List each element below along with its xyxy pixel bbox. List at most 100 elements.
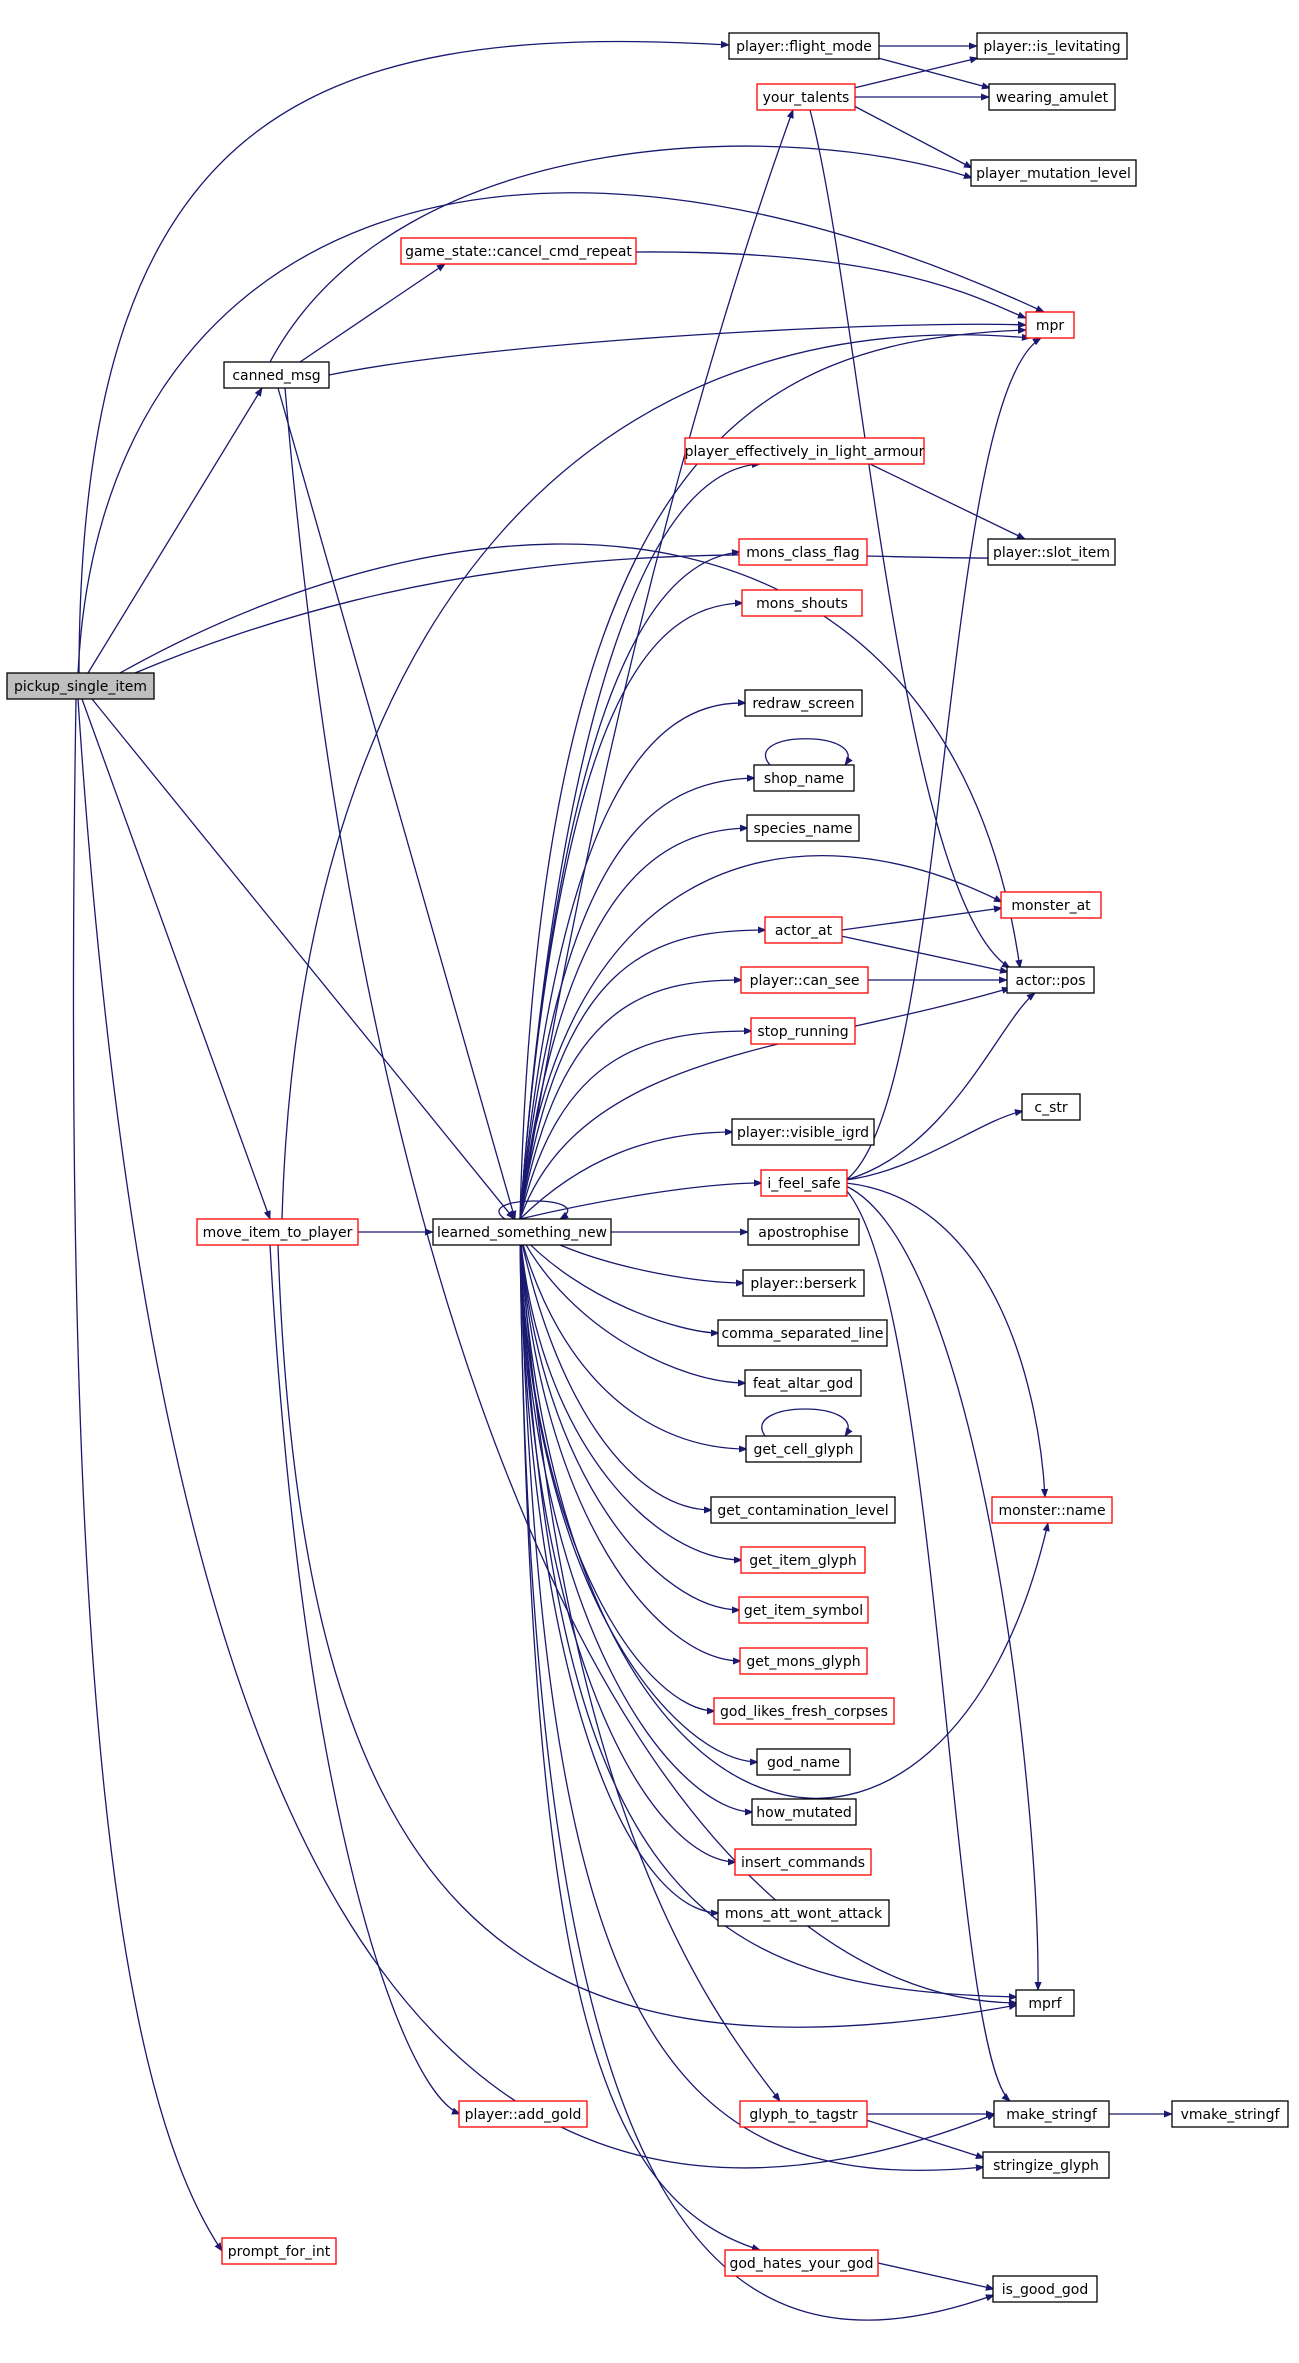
node-label: is_good_god: [1002, 2282, 1088, 2298]
node-get-mons-glyph[interactable]: get_mons_glyph: [739, 1647, 868, 1675]
node-label: god_hates_your_god: [729, 2256, 873, 2272]
node-i-feel-safe[interactable]: i_feel_safe: [760, 1169, 848, 1197]
node-berserk[interactable]: player::berserk: [742, 1269, 865, 1297]
node-mons-shouts[interactable]: mons_shouts: [741, 589, 863, 617]
node-box: [741, 589, 863, 617]
node-can-see[interactable]: player::can_see: [740, 966, 869, 994]
edge-learned-to-god-hates: [519, 1233, 761, 2252]
node-canned-msg[interactable]: canned_msg: [223, 361, 330, 389]
node-light-armour[interactable]: player_effectively_in_light_armour: [684, 437, 925, 465]
node-redraw-screen[interactable]: redraw_screen: [744, 689, 863, 717]
node-label: get_contamination_level: [717, 1503, 888, 1519]
node-make-stringf[interactable]: make_stringf: [993, 2100, 1110, 2128]
node-label: god_name: [767, 1755, 840, 1771]
node-mons-att-wont-attack[interactable]: mons_att_wont_attack: [717, 1899, 890, 1927]
node-how-mutated[interactable]: how_mutated: [751, 1798, 857, 1826]
node-box: [745, 1435, 862, 1463]
node-box: [738, 538, 868, 566]
node-mpr[interactable]: mpr: [1025, 311, 1075, 339]
node-slot-item[interactable]: player::slot_item: [987, 538, 1116, 566]
node-cancel-cmd-repeat[interactable]: game_state::cancel_cmd_repeat: [400, 237, 637, 265]
node-prompt-for-int[interactable]: prompt_for_int: [221, 2237, 337, 2265]
node-label: mons_att_wont_attack: [725, 1906, 883, 1922]
edge-learned-to-visible-igrd: [519, 1128, 734, 1220]
edge-learned-to-species-name: [519, 824, 749, 1220]
node-wearing-amulet[interactable]: wearing_amulet: [988, 83, 1116, 111]
node-box: [756, 83, 856, 111]
edge-learned-to-actor-pos: [519, 986, 1011, 1220]
edge-talents-to-mutation-level: [853, 105, 973, 169]
node-get-contamination-level[interactable]: get_contamination_level: [710, 1496, 896, 1524]
edge-learned-to-god-likes: [519, 1233, 716, 1715]
node-get-cell-glyph[interactable]: get_cell_glyph: [745, 1435, 862, 1463]
edge-psi-to-move-item: [81, 698, 271, 1220]
node-box: [747, 1218, 860, 1246]
edge-safe-to-mpr: [845, 337, 1042, 1181]
edge-canned-to-cancel-cmd: [299, 263, 446, 363]
node-box: [750, 1017, 856, 1045]
node-label: get_item_glyph: [749, 1553, 856, 1569]
edge-learned-to-comma-line: [519, 1233, 720, 1337]
node-monster-name[interactable]: monster::name: [991, 1496, 1113, 1524]
node-get-item-symbol[interactable]: get_item_symbol: [738, 1596, 869, 1624]
node-label: move_item_to_player: [203, 1225, 353, 1241]
node-pickup-single-item[interactable]: pickup_single_item: [6, 672, 155, 700]
node-label: learned_something_new: [437, 1225, 607, 1241]
node-box: [713, 1697, 895, 1725]
node-add-gold[interactable]: player::add_gold: [458, 2100, 588, 2128]
node-mprf[interactable]: mprf: [1015, 1989, 1075, 2017]
node-species-name[interactable]: species_name: [746, 814, 860, 842]
node-c-str[interactable]: c_str: [1021, 1093, 1081, 1121]
node-box: [982, 2151, 1110, 2179]
node-shop-name[interactable]: shop_name: [753, 764, 855, 792]
node-get-item-glyph[interactable]: get_item_glyph: [740, 1546, 866, 1574]
node-stop-running[interactable]: stop_running: [750, 1017, 856, 1045]
node-comma-separated-line[interactable]: comma_separated_line: [717, 1319, 888, 1347]
node-label: how_mutated: [756, 1805, 851, 1821]
node-box: [717, 1899, 890, 1927]
node-box: [764, 916, 843, 944]
edge-learned-to-i-feel-safe: [519, 1179, 763, 1220]
node-god-name[interactable]: god_name: [756, 1748, 851, 1776]
edge-canned-to-mutation-level: [269, 145, 973, 363]
node-learned-something-new[interactable]: learned_something_new: [432, 1218, 612, 1246]
edge-shop-name-self-loop: [765, 738, 853, 766]
node-monster-at[interactable]: monster_at: [1000, 891, 1102, 919]
node-box: [196, 1218, 359, 1246]
node-god-hates-your-god[interactable]: god_hates_your_god: [724, 2249, 879, 2277]
node-is-good-god[interactable]: is_good_god: [992, 2275, 1098, 2303]
node-player-mutation-level[interactable]: player_mutation_level: [970, 159, 1137, 187]
node-insert-commands[interactable]: insert_commands: [734, 1848, 872, 1876]
node-label: monster_at: [1011, 898, 1091, 914]
node-glyph-to-tagstr[interactable]: glyph_to_tagstr: [739, 2100, 868, 2128]
node-mons-class-flag[interactable]: mons_class_flag: [738, 538, 868, 566]
node-apostrophise[interactable]: apostrophise: [747, 1218, 860, 1246]
node-feat-altar-god[interactable]: feat_altar_god: [744, 1369, 862, 1397]
node-box: [432, 1218, 612, 1246]
node-label: get_cell_glyph: [754, 1442, 854, 1458]
node-vmake-stringf[interactable]: vmake_stringf: [1171, 2100, 1289, 2128]
node-visible-igrd[interactable]: player::visible_igrd: [731, 1118, 875, 1146]
node-actor-pos[interactable]: actor::pos: [1006, 966, 1095, 994]
edge-learned-to-get-cell-glyph: [519, 1233, 748, 1453]
edge-learned-to-mons-shouts: [519, 599, 744, 1220]
node-stringize-glyph[interactable]: stringize_glyph: [982, 2151, 1110, 2179]
node-your-talents[interactable]: your_talents: [756, 83, 856, 111]
node-box: [740, 966, 869, 994]
edge-learned-to-feat-altar: [519, 1233, 747, 1387]
node-flight-mode[interactable]: player::flight_mode: [728, 32, 880, 60]
node-actor-at[interactable]: actor_at: [764, 916, 843, 944]
node-box: [710, 1496, 896, 1524]
node-box: [742, 1269, 865, 1297]
node-label: player::slot_item: [993, 545, 1110, 561]
edge-glyph-to-tagstr-to-stringize: [865, 2119, 985, 2159]
edge-canned-to-mpr: [328, 321, 1027, 376]
node-box: [717, 1319, 888, 1347]
node-move-item-to-player[interactable]: move_item_to_player: [196, 1218, 359, 1246]
edge-learned-to-is-good-god: [519, 1233, 995, 2321]
node-label: shop_name: [764, 771, 844, 787]
edge-learned-to-mpr: [519, 326, 1027, 1220]
node-is-levitating[interactable]: player::is_levitating: [976, 32, 1128, 60]
node-god-likes-fresh-corpses[interactable]: god_likes_fresh_corpses: [713, 1697, 895, 1725]
node-box: [1171, 2100, 1289, 2128]
